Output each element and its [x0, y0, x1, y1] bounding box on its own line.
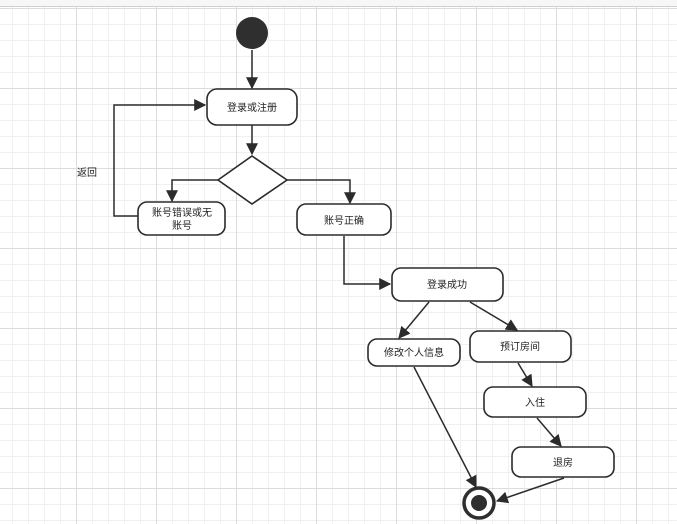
node-login-box	[206, 88, 298, 126]
node-correct-box	[296, 203, 392, 236]
node-correct-label: 账号正确	[324, 214, 364, 227]
node-login-label: 登录或注册	[227, 101, 277, 114]
edge-check-out-to-end	[495, 477, 565, 504]
node-check-out-box	[511, 446, 615, 478]
edge-decision-to-correct	[287, 179, 356, 205]
node-success-label: 登录成功	[427, 278, 467, 291]
edge-success-to-edit-profile	[398, 301, 430, 339]
decision-diamond	[216, 155, 289, 205]
start-node	[236, 17, 268, 49]
node-check-out-label: 退房	[553, 456, 573, 469]
node-book-room-box	[469, 330, 572, 363]
node-edit-profile-label: 修改个人信息	[384, 346, 444, 359]
node-check-in-box	[483, 386, 587, 418]
edge-check-in-to-check-out	[536, 417, 562, 447]
node-book-room-label: 预订房间	[500, 340, 540, 353]
edge-back-label: 返回	[77, 167, 97, 179]
toolbar-strip	[0, 0, 677, 7]
node-edit-profile-box	[367, 338, 461, 367]
node-check-in-label: 入住	[525, 396, 545, 409]
edge-edit-profile-to-end	[413, 366, 477, 489]
edge-book-room-to-check-in	[517, 362, 533, 388]
end-node-core	[471, 495, 487, 511]
edge-error-back-to-login	[113, 99, 207, 217]
edge-correct-to-success	[343, 236, 392, 290]
node-error-label-line1: 账号错误或无	[152, 206, 212, 219]
edge-decision-to-error	[166, 179, 218, 203]
node-success-box	[391, 267, 504, 302]
node-error-box	[137, 201, 226, 236]
edge-success-to-book-room	[469, 301, 519, 331]
node-error-label-line2: 账号	[172, 220, 192, 232]
